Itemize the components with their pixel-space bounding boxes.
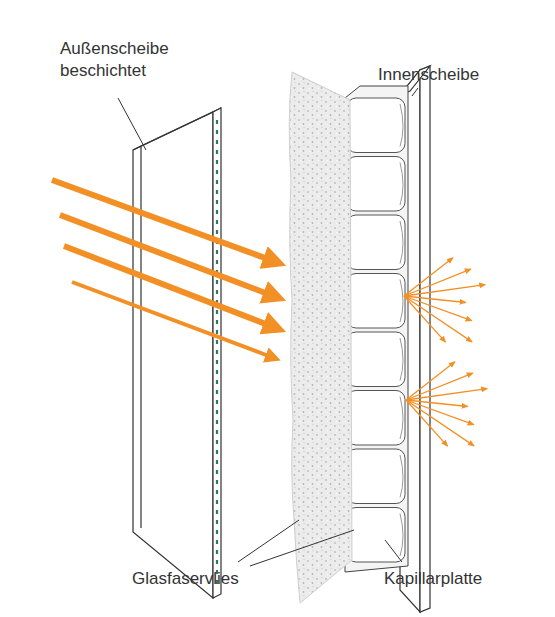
leader-lines — [118, 88, 418, 566]
capillary-cell — [347, 157, 405, 212]
diffuse-ray — [406, 400, 474, 446]
diffuse-ray — [406, 400, 474, 425]
capillary-plate — [345, 86, 408, 572]
diffuse-ray — [404, 296, 472, 321]
capillary-cell — [347, 98, 405, 153]
cell-shade — [400, 455, 403, 498]
coating-layer — [216, 120, 218, 590]
capillary-cell — [347, 508, 405, 563]
diffuse-ray — [404, 296, 472, 342]
capillary-cell — [347, 332, 405, 387]
cell-shade — [400, 397, 403, 440]
cell-shade — [400, 280, 403, 323]
pane-label: Innenscheibe — [378, 64, 479, 86]
glass-fibre-fleece — [289, 72, 352, 603]
capillary-cell — [347, 274, 405, 329]
cell-shade — [400, 221, 403, 264]
layer-label: Kapillarplatte — [384, 568, 482, 590]
pane-label: Außenscheibe beschichtet — [60, 38, 178, 82]
cell-shade — [400, 338, 403, 381]
capillary-cell — [347, 215, 405, 270]
cell-shade — [400, 163, 403, 206]
capillary-cell — [347, 449, 405, 504]
diffuse-ray — [404, 285, 485, 296]
diffuse-ray — [404, 296, 445, 342]
layer-label: Glasfaservlies — [132, 568, 239, 590]
diffuse-ray — [406, 400, 447, 446]
capillary-cell — [347, 391, 405, 446]
cell-shade — [400, 514, 403, 557]
outer-pane — [133, 108, 221, 598]
diffuse-ray — [406, 389, 487, 400]
sunlight-arrows — [52, 180, 276, 358]
diffuse-light-arrows — [404, 258, 487, 446]
cell-shade — [400, 104, 403, 147]
